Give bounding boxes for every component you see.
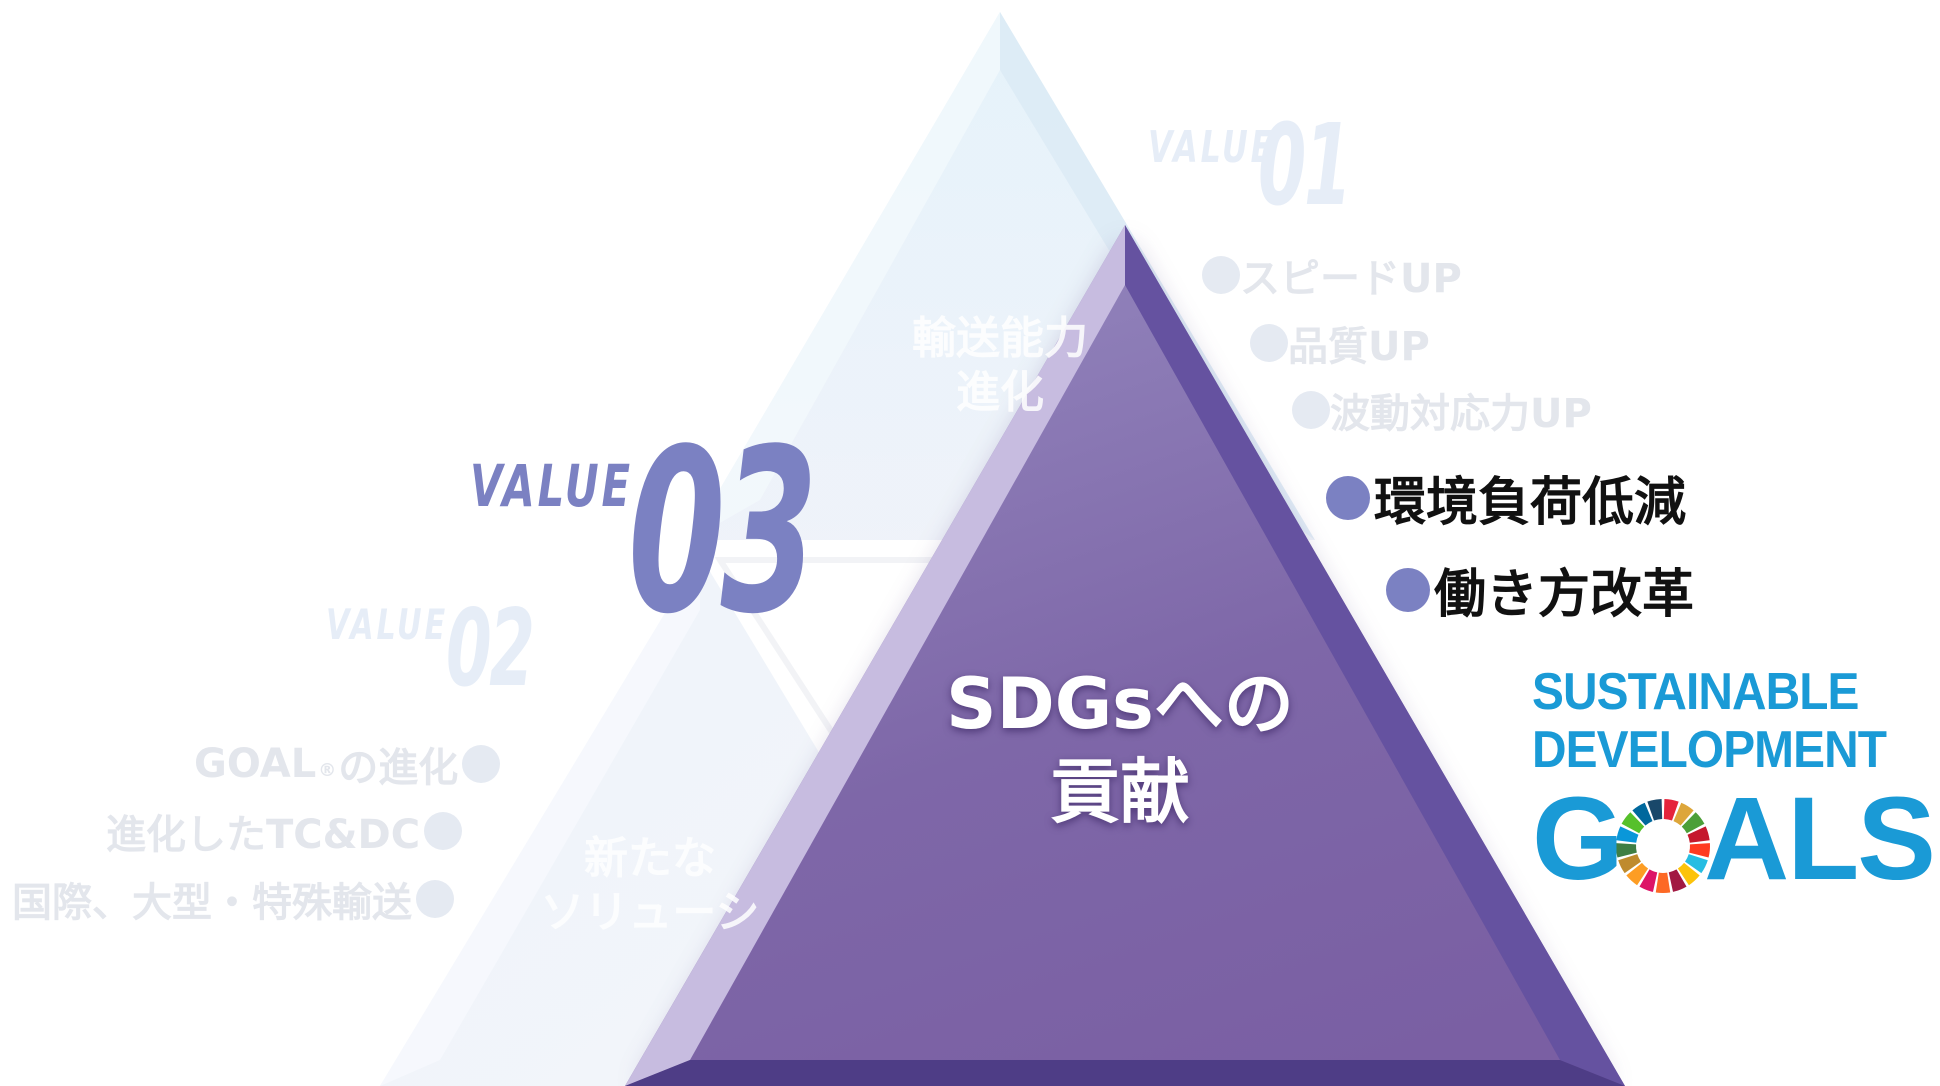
value02-item-international: 国際、大型・特殊輸送	[12, 870, 454, 928]
sdg-wheel-segment	[1655, 872, 1671, 893]
sdg-color-wheel-icon	[1615, 799, 1710, 893]
center-title-line: SDGsへの	[946, 663, 1294, 745]
sdg-wheel-segment	[1639, 869, 1658, 892]
sdgs-logo: SUSTAINABLE DEVELOPMENT G ALS	[1532, 666, 1936, 898]
value02-item-goal: GOAL ® の進化	[194, 735, 501, 793]
sdg-wheel-segment	[1687, 826, 1710, 843]
sdg-wheel-segment	[1689, 843, 1710, 858]
sdg-wheel-segment	[1681, 812, 1705, 834]
item-text: の進化	[338, 745, 459, 791]
item-text: 働き方改革	[1434, 565, 1695, 625]
sdg-wheel-segment	[1677, 862, 1700, 886]
sdg-wheel-segment	[1621, 812, 1645, 834]
sdg-wheel-segment	[1668, 869, 1687, 892]
sdg-wheel-segment	[1632, 802, 1653, 826]
sdgs-logo-line2: DEVELOPMENT	[1532, 721, 1887, 779]
bullet-dot	[462, 745, 501, 783]
sdgs-contribution-title: SDGsへの 貢献	[910, 660, 1330, 836]
value01-triangle-text: 輸送能力 進化	[880, 312, 1120, 420]
item-text: GOAL	[194, 741, 317, 787]
value01-number: 01	[1258, 101, 1352, 231]
sdg-wheel-segment	[1626, 862, 1649, 886]
item-text: 国際、大型・特殊輸送	[12, 880, 412, 926]
sdgs-logo-goals-g: G	[1532, 773, 1624, 905]
bullet-dot	[1202, 256, 1240, 294]
sdg-wheel-segment	[1647, 799, 1663, 821]
sdgs-logo-line1: SUSTAINABLE	[1532, 663, 1859, 721]
bullet-dot	[1292, 391, 1330, 429]
sdg-wheel-segment	[1616, 826, 1639, 843]
value02-number: 02	[446, 587, 535, 710]
item-text: 品質UP	[1288, 324, 1430, 370]
value02-triangle-text: 新たな ソリューシ	[520, 832, 780, 940]
sdgs-triangle	[625, 225, 1625, 1086]
sdg-wheel-segment	[1618, 854, 1641, 874]
center-title-line: 貢献	[1050, 751, 1190, 833]
sdg-wheel-segment	[1663, 799, 1679, 821]
triangle-text-line: 輸送能力	[912, 313, 1088, 364]
value01-item-quality: 品質UP	[1250, 314, 1430, 372]
registered-mark: ®	[318, 759, 337, 781]
item-text: 波動対応力UP	[1330, 391, 1592, 437]
value02-item-tcdc: 進化したTC&DC	[106, 802, 463, 860]
sdg-wheel-segment	[1615, 843, 1637, 858]
bullet-dot	[424, 812, 463, 850]
value01-item-speed: スピードUP	[1202, 246, 1462, 304]
item-text: 進化したTC&DC	[106, 812, 421, 858]
bullet-dot	[1326, 475, 1370, 520]
value01-item-fluctuation: 波動対応力UP	[1292, 381, 1592, 439]
triangle-text-line: ソリューシ	[540, 887, 760, 938]
sdg-wheel-segment	[1673, 802, 1694, 826]
value03-label: VALUE	[470, 452, 633, 520]
sdgs-logo-goals: G ALS	[1532, 780, 1936, 898]
value02-label: VALUE	[326, 600, 448, 649]
bullet-dot	[1386, 567, 1430, 612]
sdg-wheel-segment	[1685, 854, 1708, 874]
item-text: 環境負荷低減	[1374, 473, 1687, 533]
bullet-dot	[416, 880, 454, 918]
sdgs-logo-goals-rest: ALS	[1704, 773, 1936, 905]
value01-label: VALUE	[1148, 122, 1276, 173]
triangle-text-line: 新たな	[584, 833, 716, 884]
triangle-text-line: 進化	[956, 367, 1044, 418]
bullet-dot	[1250, 324, 1288, 362]
value03-number: 03	[628, 401, 818, 664]
item-text: スピードUP	[1240, 256, 1462, 302]
value03-item-environment: 環境負荷低減	[1326, 460, 1686, 535]
value03-item-workstyle: 働き方改革	[1386, 552, 1694, 627]
